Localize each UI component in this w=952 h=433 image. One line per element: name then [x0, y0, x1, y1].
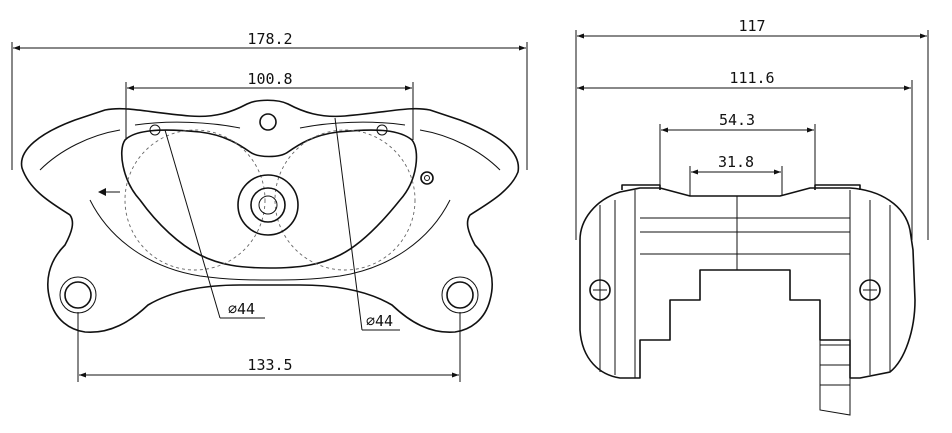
top-right-small-hole	[376, 124, 388, 136]
piston-right-callout: ⌀44	[334, 117, 400, 331]
right-bridge-arc	[419, 129, 501, 171]
side-housing-outline	[579, 187, 916, 379]
top-left-small-hole	[149, 124, 161, 136]
dim-side-disc-label: 31.8	[718, 153, 754, 171]
dim-pad-width: 100.8	[125, 70, 414, 140]
centre-boss-hole	[258, 195, 278, 215]
dim-side-overall-label: 117	[738, 17, 765, 35]
side-view: 117 111.6 54.3 31.8	[575, 17, 929, 416]
piston-left-callout: ⌀44	[164, 129, 265, 319]
front-view: 178.2 100.8 133.5 ⌀44 ⌀44	[11, 30, 528, 382]
piston-right-label: ⌀44	[366, 312, 393, 330]
mount-hole-left	[64, 281, 92, 309]
caliper-inner-contour	[89, 199, 451, 281]
dim-mount-spacing: 133.5	[77, 312, 461, 382]
dim-side-disc: 31.8	[689, 153, 783, 196]
dim-side-body: 111.6	[577, 69, 913, 240]
caliper-body-outline	[20, 99, 520, 333]
side-bolt-right	[859, 279, 881, 301]
dim-overall-width-label: 178.2	[247, 30, 292, 48]
top-bridge-ridge	[134, 121, 406, 129]
bleed-nipple	[420, 171, 434, 185]
dim-side-gap-label: 54.3	[719, 111, 755, 129]
bleed-nipple-core	[424, 175, 430, 181]
dim-pad-width-label: 100.8	[247, 70, 292, 88]
left-bridge-arc	[39, 129, 121, 171]
dim-side-overall: 117	[575, 17, 929, 240]
dim-mount-spacing-label: 133.5	[247, 356, 292, 374]
piston-bore-left	[124, 129, 266, 271]
caliper-inner-window	[120, 129, 418, 269]
dim-overall-width: 178.2	[11, 30, 528, 170]
piston-bore-right	[274, 129, 416, 271]
centre-boss-outer	[237, 174, 299, 236]
side-lower-leg-right	[819, 300, 851, 416]
mount-hole-right	[446, 281, 474, 309]
top-bolt-hole	[259, 113, 277, 131]
dim-side-gap: 54.3	[659, 111, 816, 188]
piston-left-label: ⌀44	[228, 300, 255, 318]
rotation-arrow-icon	[98, 188, 120, 196]
centre-boss-inner	[250, 187, 286, 223]
side-bolt-left	[589, 279, 611, 301]
dim-side-body-label: 111.6	[729, 69, 774, 87]
